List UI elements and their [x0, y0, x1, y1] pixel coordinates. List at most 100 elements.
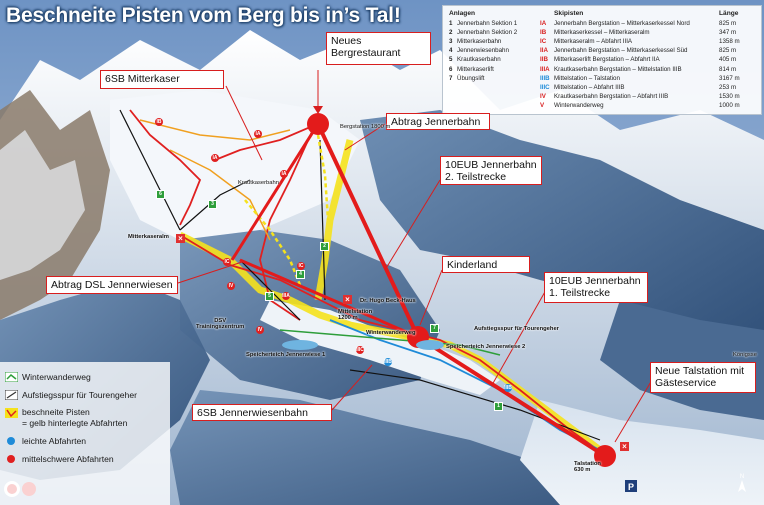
label-koenigssee: Königsse: [733, 352, 757, 358]
table-cell-anlage: Jennerwiesenbahn: [457, 47, 509, 55]
pond: [282, 340, 318, 350]
mittelschwere-abfahrt-icon: [7, 455, 15, 463]
piste-marker: IB: [155, 118, 163, 126]
callout-6sb-mitterkaser: 6SB Mitterkaser: [100, 70, 224, 89]
table-cell-num: 1: [449, 20, 453, 27]
parking-icon: [625, 480, 637, 492]
sb-jennerwiesen-line: [239, 258, 419, 339]
table-cell-len: 825 m: [719, 47, 737, 55]
leichte-abfahrt-icon: [7, 437, 15, 445]
label-bergstation: Bergstation 1800 m: [340, 124, 391, 130]
aufstiegsspur-icon: [5, 390, 18, 400]
lift-number-badge: 1: [494, 402, 503, 411]
table-cell-piste: Mittelstation – Talstation: [554, 74, 620, 82]
table-cell-len: 814 m: [719, 65, 737, 73]
piste-marker: IV: [227, 282, 235, 290]
table-cell-len: 1358 m: [719, 38, 740, 46]
hut-icon: ×: [620, 442, 629, 451]
table-cell-anlage: Mitterkaserbahn: [457, 38, 502, 46]
beschneite-pisten-icon: [5, 408, 18, 418]
table-cell-piste: Mitterkaserlift Bergstation – Abfahrt II…: [554, 56, 660, 64]
table-cell-len: 405 m: [719, 56, 737, 64]
pin-marker: [307, 113, 329, 135]
table-header-skipisten: Skipisten: [554, 10, 584, 17]
table-cell-code: IIIB: [540, 74, 550, 82]
callout-6sb-jennerwiesenbahn: 6SB Jennerwiesenbahn: [192, 404, 332, 421]
callout-neue-talstation: Neue Talstation mit Gästeservice: [650, 362, 756, 393]
table-cell-num: 4: [449, 47, 453, 55]
table-cell-anlage: Jennerbahn Sektion 2: [457, 29, 518, 37]
svg-text:N: N: [740, 474, 744, 480]
table-cell-piste: Winterwanderweg: [554, 101, 604, 109]
left-cliffs-snow: [0, 130, 85, 280]
legend-leichte: leichte Abfahrten: [22, 436, 87, 446]
lift-number-badge: 2: [320, 242, 329, 251]
page-title: Beschneite Pisten vom Berg bis in’s Tal!: [6, 4, 401, 27]
label-speicherteich-2: Speicherteich Jennerwiese 2: [446, 344, 526, 350]
map-legend: Winterwanderweg Aufstiegsspur für Touren…: [0, 362, 170, 505]
table-cell-anlage: Mitterkaserlift: [457, 65, 494, 73]
label-aufstiegsspur-map: Aufstiegsspur für Tourengeher: [474, 326, 559, 332]
svg-text:P: P: [628, 482, 634, 492]
piste-marker: IA: [280, 170, 288, 178]
table-cell-len: 1530 m: [719, 92, 740, 100]
piste-marker: IIIA: [282, 292, 290, 300]
legend-beschneite-1: beschneite Pisten: [22, 407, 90, 417]
table-cell-piste: Mittelstation – Abfahrt IIIB: [554, 83, 625, 91]
table-cell-len: 3167 m: [719, 74, 740, 82]
legend-mittelschwere: mittelschwere Abfahrten: [22, 454, 114, 464]
callout-abtrag-dsl: Abtrag DSL Jennerwiesen: [46, 276, 178, 294]
callout-10eub-teilstrecke-1: 10EUB Jennerbahn 1. Teilstrecke: [544, 272, 648, 303]
table-cell-code: IB: [540, 29, 547, 37]
table-cell-code: IV: [540, 92, 546, 100]
label-talstation: Talstation 630 m: [574, 461, 601, 473]
table-cell-code: IA: [540, 20, 547, 27]
table-cell-anlage: Übungslift: [457, 74, 485, 82]
gondola-section2: [316, 123, 420, 338]
table-cell-len: 253 m: [719, 83, 737, 91]
piste-marker: IC: [223, 258, 231, 266]
table-header-laenge: Länge: [719, 10, 739, 17]
table-cell-piste: Krautkaserbahn Bergstation – Abfahrt III…: [554, 92, 669, 100]
callout-abtrag-jennerbahn: Abtrag Jennerbahn: [386, 113, 490, 130]
label-mittelstation: Mittelstation 1200 m: [338, 309, 373, 321]
label-winterwanderweg-map: Winterwanderweg: [366, 330, 416, 336]
table-cell-code: IIA: [540, 47, 548, 55]
label-krautkaserbahn: Krautkaserbahn: [238, 180, 279, 186]
table-cell-code: V: [540, 101, 545, 109]
table-cell-num: 6: [449, 65, 453, 73]
table-cell-piste: Jennerbahn Bergstation – Mitterkaserkess…: [554, 20, 690, 27]
piste-marker: IC: [297, 262, 305, 270]
legend-aufstiegsspur: Aufstiegsspur für Tourengeher: [22, 390, 137, 400]
table-cell-piste: Mitterkaserkessel – Mitterkaseralm: [554, 29, 650, 37]
label-mitterkaseralm: Mitterkaseralm: [128, 234, 169, 240]
label-dsv: DSV Trainingszentrum: [196, 318, 245, 330]
table-cell-num: 3: [449, 38, 453, 46]
piste-marker: IV: [256, 326, 264, 334]
table-cell-len: 825 m: [719, 20, 737, 27]
lift-number-badge: 3: [208, 200, 217, 209]
winterwanderweg-icon: [5, 372, 18, 382]
piste-marker: IIIB: [504, 384, 512, 392]
piste-marker: IIIC: [356, 346, 364, 354]
lift-number-badge: 4: [296, 270, 305, 279]
valley-floor: [520, 400, 764, 505]
pin-marker: [594, 445, 616, 467]
table-cell-code: IIIC: [540, 83, 550, 91]
piste-marker: IA: [254, 130, 262, 138]
table-cell-code: IIB: [540, 56, 548, 64]
gondola-section1: [416, 335, 607, 458]
compass-icon: N: [738, 474, 746, 492]
pond: [416, 340, 444, 350]
lift-number-badge: 7: [430, 324, 439, 333]
hut-icon: ×: [176, 234, 185, 243]
callout-10eub-teilstrecke-2: 10EUB Jennerbahn 2. Teilstrecke: [440, 156, 542, 185]
table-row: IV Krautkaserbahn Bergstation – Abfahrt I…: [443, 93, 761, 102]
